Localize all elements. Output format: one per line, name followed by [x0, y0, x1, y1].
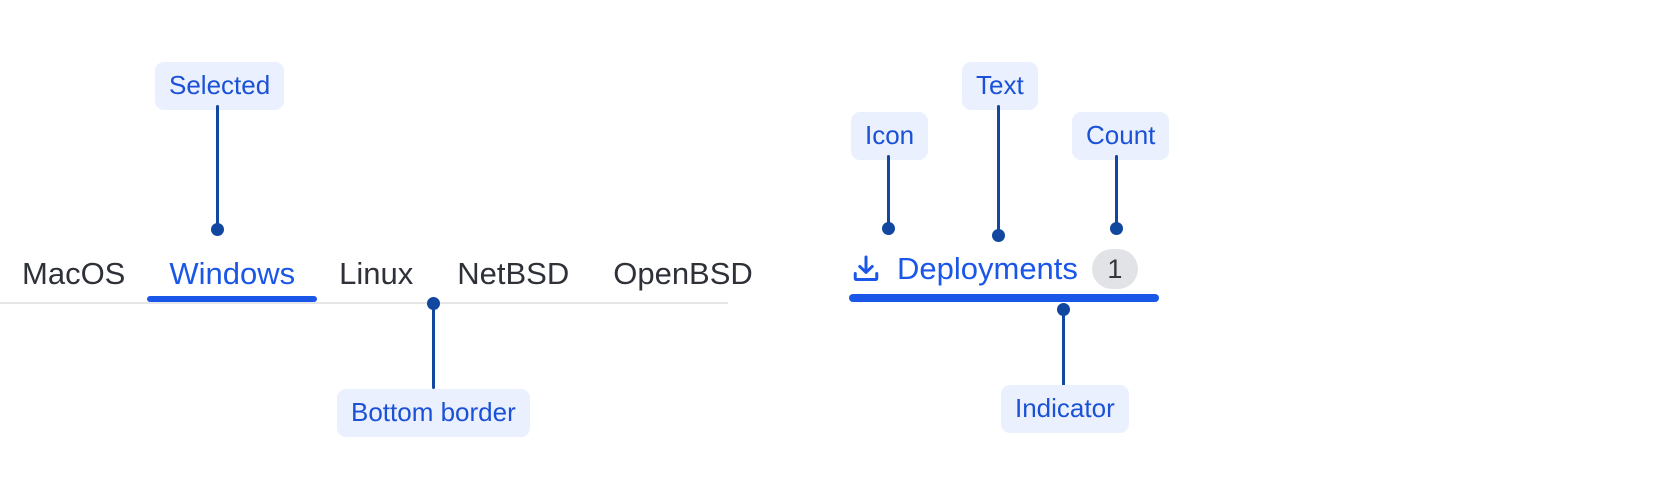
annotation-label-count: Count — [1072, 112, 1170, 160]
tab-netbsd[interactable]: NetBSD — [435, 246, 591, 302]
annotation-dot-icon — [882, 222, 895, 235]
annotation-label-icon: Icon — [851, 112, 929, 160]
tab-list-os: MacOS Windows Linux NetBSD OpenBSD — [0, 246, 775, 302]
annotation-dot-selected — [211, 223, 224, 236]
tab-windows[interactable]: Windows — [147, 246, 318, 302]
annotation-leader-line-bottom-border — [432, 303, 435, 389]
annotation-leader-line-icon — [887, 155, 890, 232]
annotation-leader-line-indicator — [1062, 309, 1065, 386]
annotation-label-text: Text — [962, 62, 1038, 110]
tab-deployments-label: Deployments — [897, 251, 1078, 286]
tab-openbsd[interactable]: OpenBSD — [591, 246, 775, 302]
tab-netbsd-label: NetBSD — [457, 256, 570, 291]
annotation-dot-text — [992, 229, 1005, 242]
tab-linux-label: Linux — [339, 256, 414, 291]
tab-bar-deployments: Deployments 1 — [849, 240, 1159, 302]
annotation-label-bottom-border: Bottom border — [337, 389, 530, 437]
annotation-dot-count — [1110, 222, 1123, 235]
tab-windows-label: Windows — [169, 256, 296, 291]
annotation-label-indicator: Indicator — [1001, 385, 1129, 433]
tab-windows-active-indicator — [147, 296, 318, 302]
annotation-leader-line-selected — [216, 105, 219, 230]
download-icon — [849, 252, 883, 286]
annotation-leader-line-count — [1115, 155, 1118, 227]
tab-deployments-count-badge: 1 — [1091, 249, 1138, 289]
tab-macos-label: MacOS — [22, 256, 126, 291]
tab-openbsd-label: OpenBSD — [613, 256, 753, 291]
tab-linux[interactable]: Linux — [317, 246, 435, 302]
tab-bar-os: MacOS Windows Linux NetBSD OpenBSD — [0, 246, 753, 304]
annotation-label-selected: Selected — [155, 62, 285, 110]
tab-macos[interactable]: MacOS — [0, 246, 147, 302]
tab-deployments-active-indicator — [849, 294, 1159, 302]
annotation-leader-line-text — [997, 105, 1000, 232]
tab-deployments[interactable]: Deployments 1 — [849, 240, 1159, 302]
